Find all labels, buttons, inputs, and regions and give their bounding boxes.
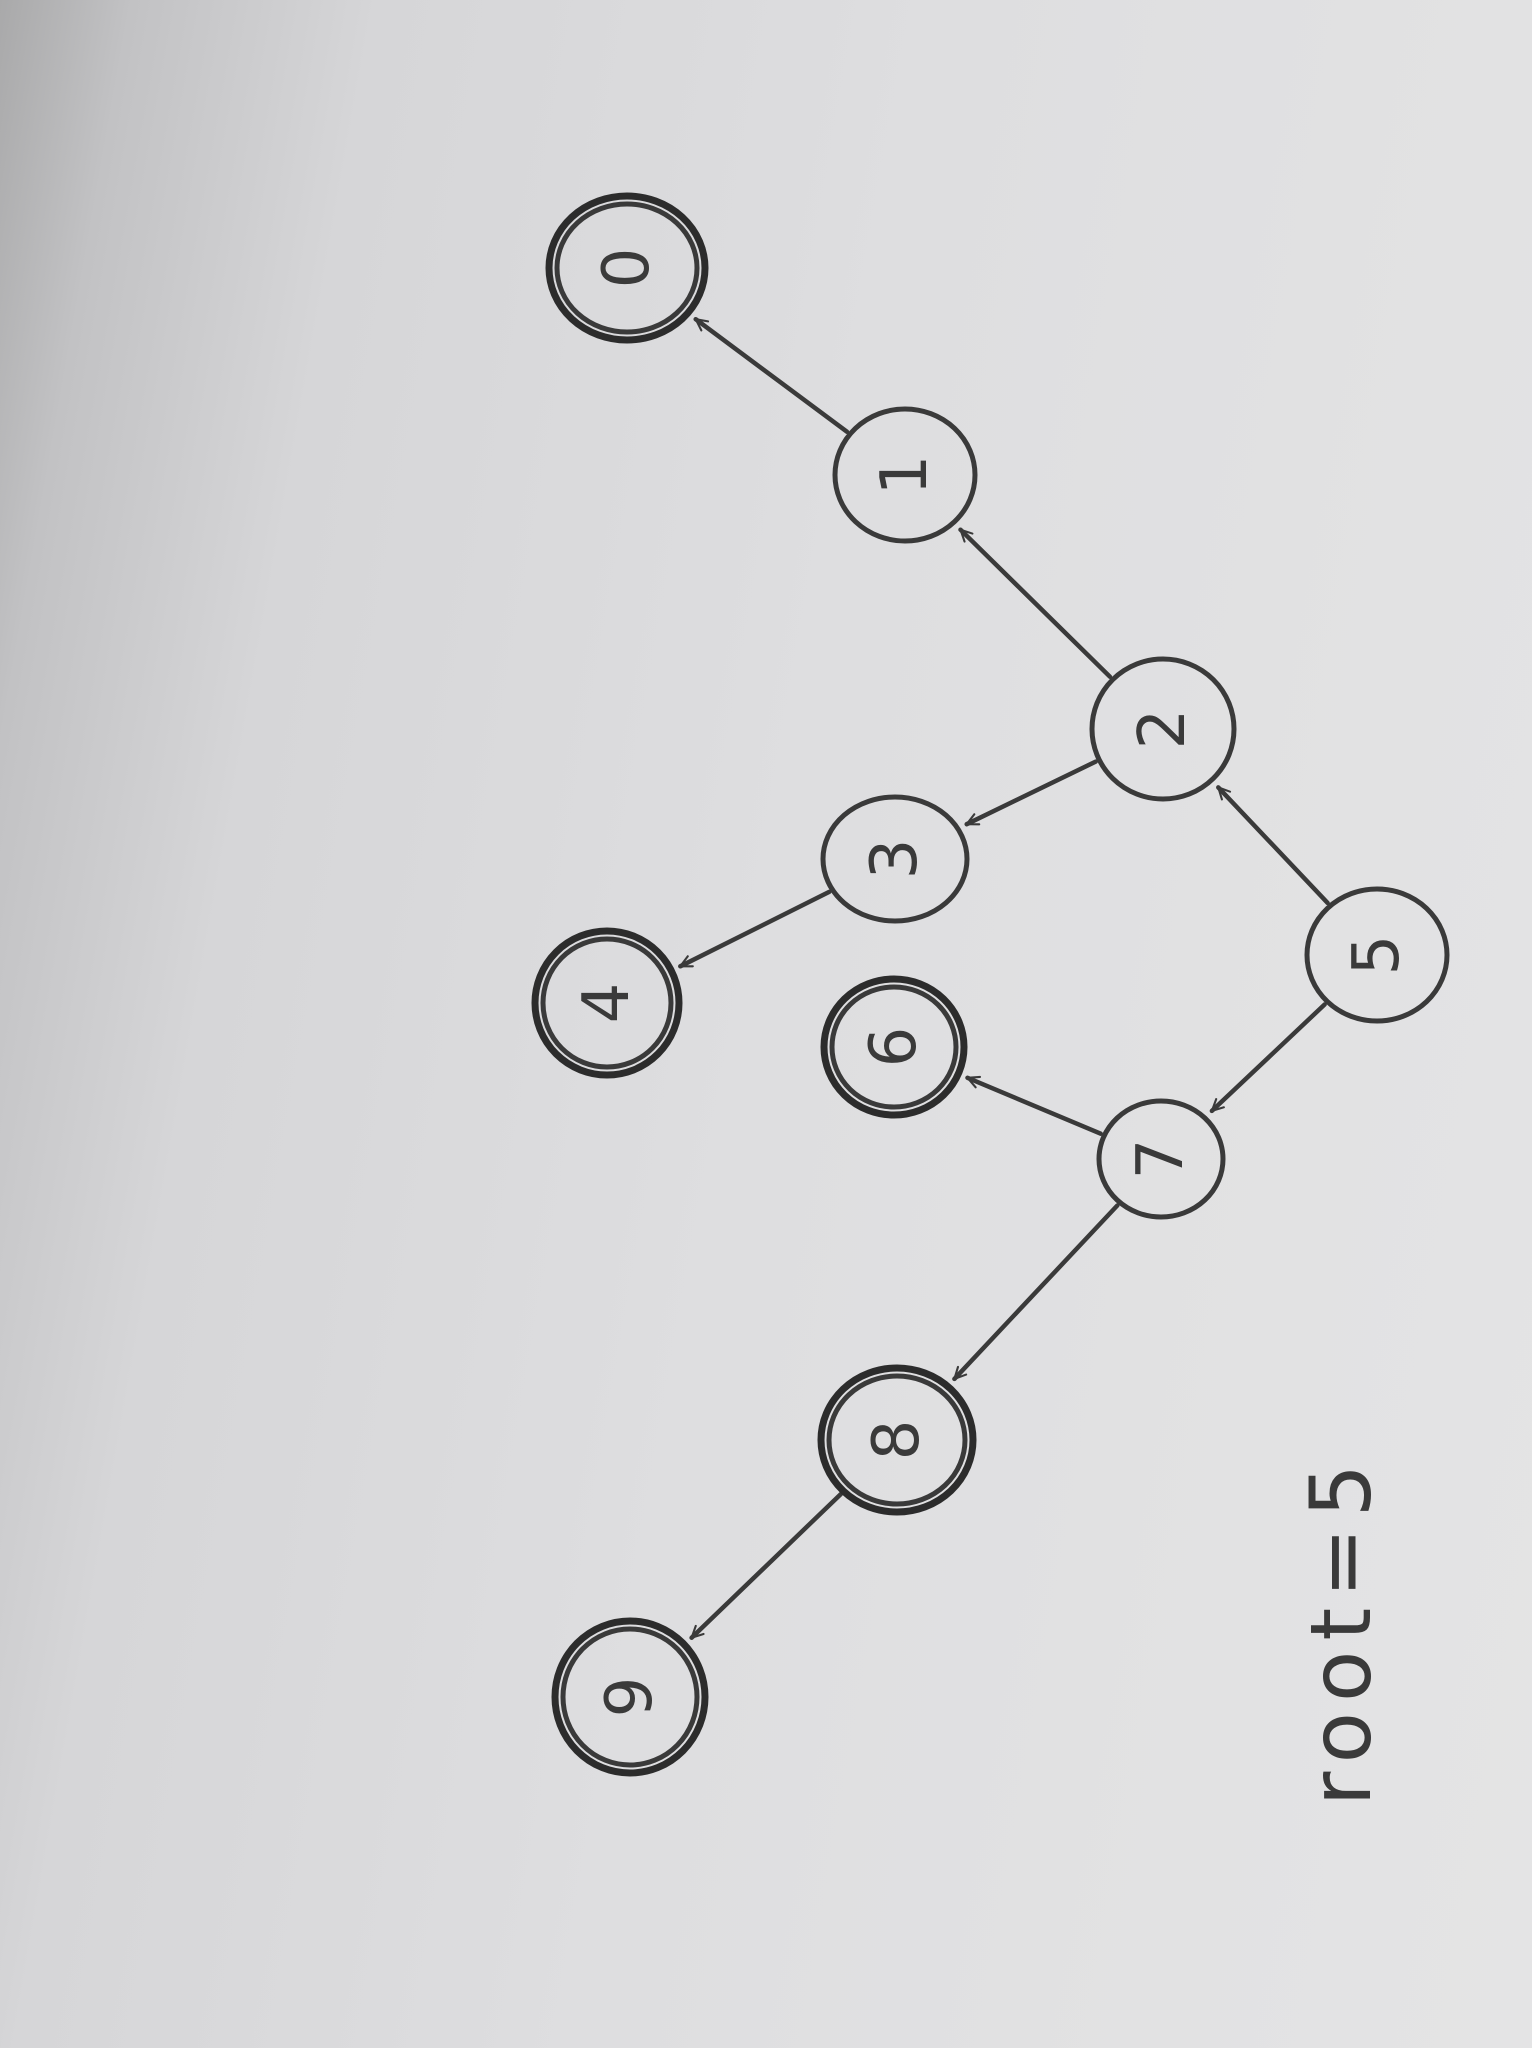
node-circle-6 [820, 975, 968, 1119]
node-4: 4 [531, 927, 683, 1079]
node-inner-ring-0 [554, 201, 700, 335]
node-label-8: 8 [860, 1420, 934, 1461]
node-circle-4 [531, 927, 683, 1079]
node-circle-8 [817, 1364, 977, 1516]
node-1: 1 [832, 406, 978, 544]
edge-8-to-9 [689, 1491, 844, 1640]
root-note: root=5 [1292, 1454, 1390, 1806]
node-circle-1 [832, 406, 978, 544]
node-inner-ring-8 [826, 1373, 968, 1507]
node-9: 9 [551, 1617, 709, 1777]
edge-2-to-1 [958, 527, 1113, 679]
node-circle-3 [820, 794, 970, 924]
node-circle-0 [545, 192, 709, 344]
node-label-6: 6 [857, 1027, 931, 1068]
node-8: 8 [817, 1364, 977, 1516]
node-0: 0 [545, 192, 709, 344]
node-label-7: 7 [1124, 1139, 1198, 1180]
node-6: 6 [820, 975, 968, 1119]
node-5: 5 [1304, 886, 1450, 1024]
node-2: 2 [1089, 656, 1237, 802]
nodes-layer: 0 1 2 3 4 5 6 7 8 9 [531, 192, 1450, 1777]
edge-3-to-4 [678, 889, 832, 969]
node-7: 7 [1096, 1098, 1226, 1220]
edge-1-to-0 [693, 316, 850, 434]
edge-2-to-3 [964, 759, 1098, 827]
node-label-0: 0 [590, 248, 664, 289]
edge-5-to-7 [1209, 1002, 1327, 1114]
node-label-4: 4 [570, 983, 644, 1024]
node-label-9: 9 [593, 1677, 667, 1718]
edges-layer [678, 316, 1330, 1640]
node-inner-ring-6 [829, 984, 959, 1110]
node-label-5: 5 [1340, 935, 1414, 976]
node-label-1: 1 [868, 455, 942, 496]
node-label-3: 3 [858, 839, 932, 880]
node-circle-9 [551, 1617, 709, 1777]
node-3: 3 [820, 794, 970, 924]
node-label-2: 2 [1126, 709, 1200, 750]
edge-7-to-8 [952, 1203, 1120, 1382]
edge-5-to-2 [1216, 785, 1330, 906]
node-inner-ring-4 [540, 936, 674, 1070]
note-layer: root=5 [1292, 1454, 1390, 1806]
edge-7-to-6 [965, 1075, 1103, 1136]
node-circle-5 [1304, 886, 1450, 1024]
node-inner-ring-9 [560, 1626, 700, 1768]
node-circle-7 [1096, 1098, 1226, 1220]
node-circle-2 [1089, 656, 1237, 802]
